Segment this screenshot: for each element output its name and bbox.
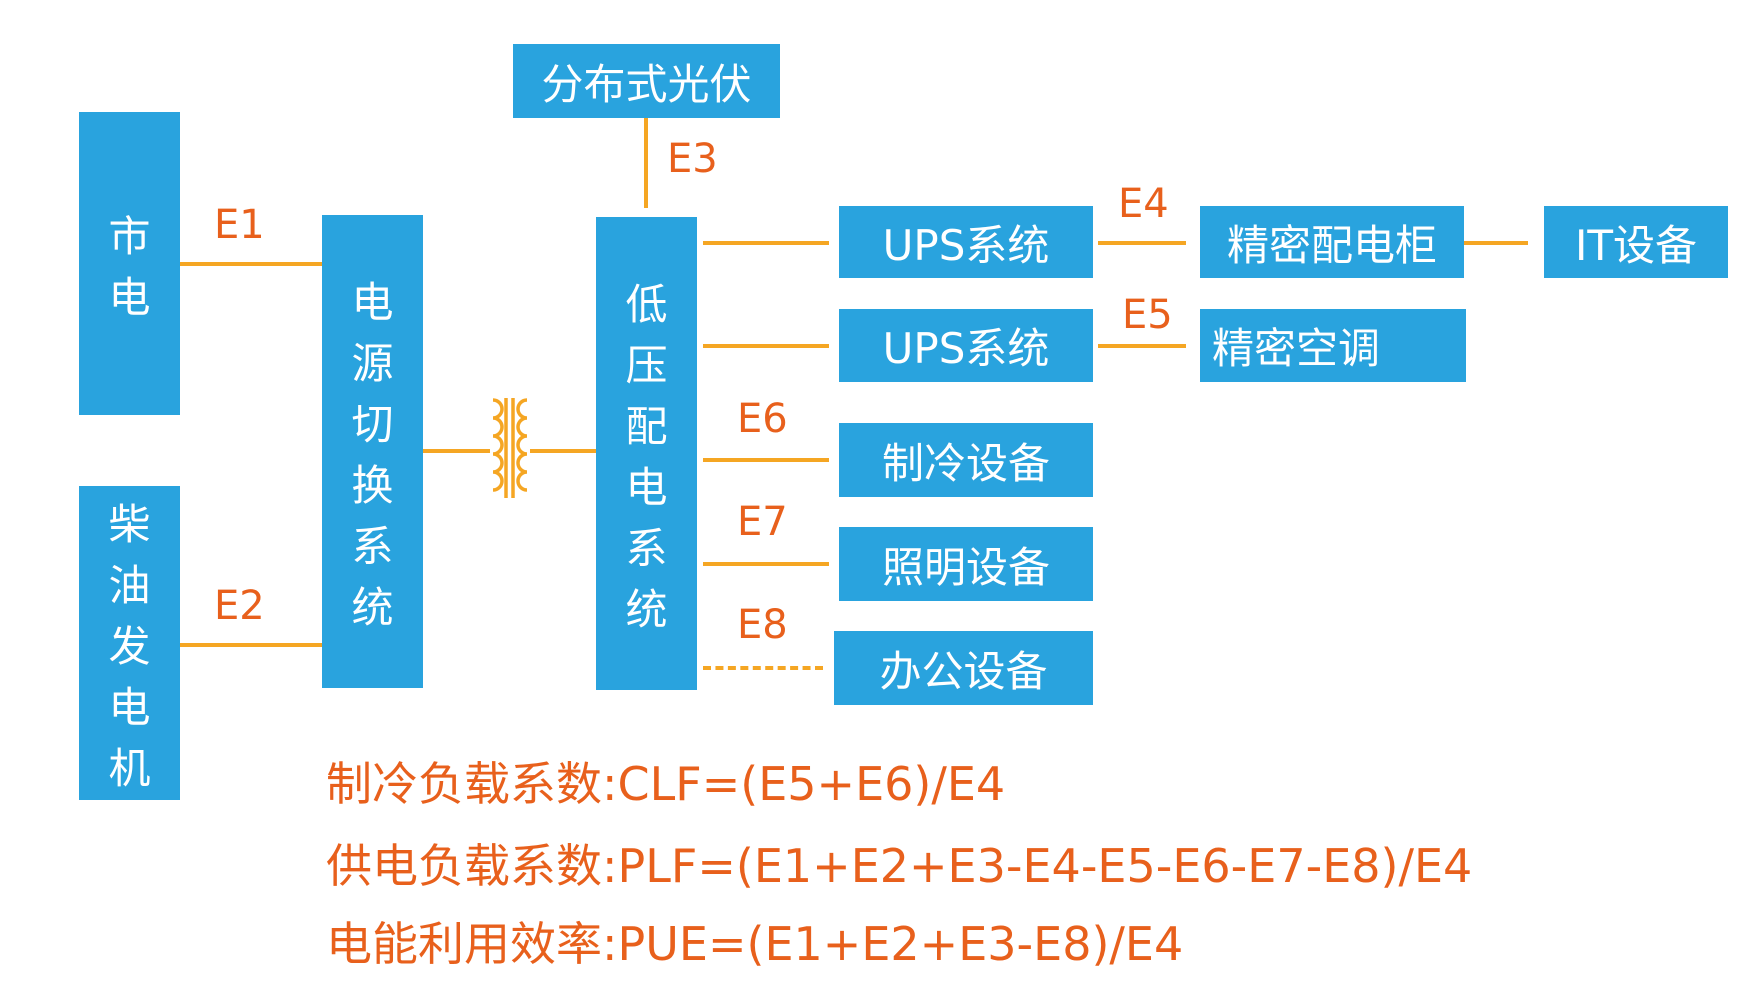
formula-clf: 制冷负载系数:CLF=(E5+E6)/E4 [326, 757, 1006, 811]
ups-box-1: UPS系统 [839, 206, 1093, 278]
label-e1: E1 [214, 202, 265, 248]
switch-char: 源 [351, 338, 394, 388]
switch-char: 换 [351, 460, 394, 510]
generator-char: 油 [108, 560, 151, 610]
ups-box-2: UPS系统 [839, 309, 1093, 382]
line-e2 [180, 643, 322, 647]
lighting-box: 照明设备 [839, 527, 1093, 601]
low-voltage-box: 低 压 配 电 系 统 [596, 217, 697, 690]
generator-char: 柴 [108, 499, 151, 549]
line-e5 [1098, 344, 1186, 348]
label-e5: E5 [1122, 292, 1173, 338]
switch-char: 切 [351, 399, 394, 449]
line-e7 [703, 562, 829, 566]
mains-char: 市 [108, 211, 151, 261]
lowvolt-char: 系 [625, 523, 668, 573]
mains-char: 电 [108, 272, 151, 322]
line-e8 [703, 666, 823, 670]
line-ups1 [703, 241, 829, 245]
lowvolt-char: 配 [625, 401, 668, 451]
it-box: IT设备 [1544, 206, 1728, 278]
cabinet-box: 精密配电柜 [1200, 206, 1464, 278]
switch-char: 系 [351, 521, 394, 571]
line-e6 [703, 458, 829, 462]
generator-box: 柴 油 发 电 机 [79, 486, 180, 800]
pv-box: 分布式光伏 [513, 44, 780, 118]
generator-char: 机 [108, 743, 151, 793]
lowvolt-char: 低 [625, 279, 668, 329]
generator-char: 电 [108, 682, 151, 732]
label-e3: E3 [667, 136, 718, 182]
label-e6: E6 [737, 396, 788, 442]
lowvolt-char: 统 [625, 584, 668, 634]
switch-char: 电 [351, 277, 394, 327]
lowvolt-char: 压 [625, 340, 668, 390]
line-cabinet-to-it [1464, 241, 1528, 245]
line-e3 [644, 118, 648, 208]
switch-char: 统 [351, 582, 394, 632]
transformer-icon [492, 398, 528, 498]
line-e4 [1098, 241, 1186, 245]
line-switch-to-transformer [423, 449, 490, 453]
generator-char: 发 [108, 621, 151, 671]
formula-pue: 电能利用效率:PUE=(E1+E2+E3-E8)/E4 [326, 917, 1184, 971]
mains-box: 市 电 [79, 112, 180, 415]
cooling-box: 制冷设备 [839, 423, 1093, 497]
label-e4: E4 [1118, 181, 1169, 227]
formula-plf: 供电负载系数:PLF=(E1+E2+E3-E4-E5-E6-E7-E8)/E4 [326, 839, 1473, 893]
label-e2: E2 [214, 583, 265, 629]
office-box: 办公设备 [834, 631, 1093, 705]
label-e7: E7 [737, 499, 788, 545]
line-transformer-to-lowvolt [530, 449, 596, 453]
lowvolt-char: 电 [625, 462, 668, 512]
label-e8: E8 [737, 602, 788, 648]
line-e1 [180, 262, 322, 266]
power-switch-box: 电 源 切 换 系 统 [322, 215, 423, 688]
ac-box: 精密空调 [1200, 309, 1466, 382]
line-ups2 [703, 344, 829, 348]
